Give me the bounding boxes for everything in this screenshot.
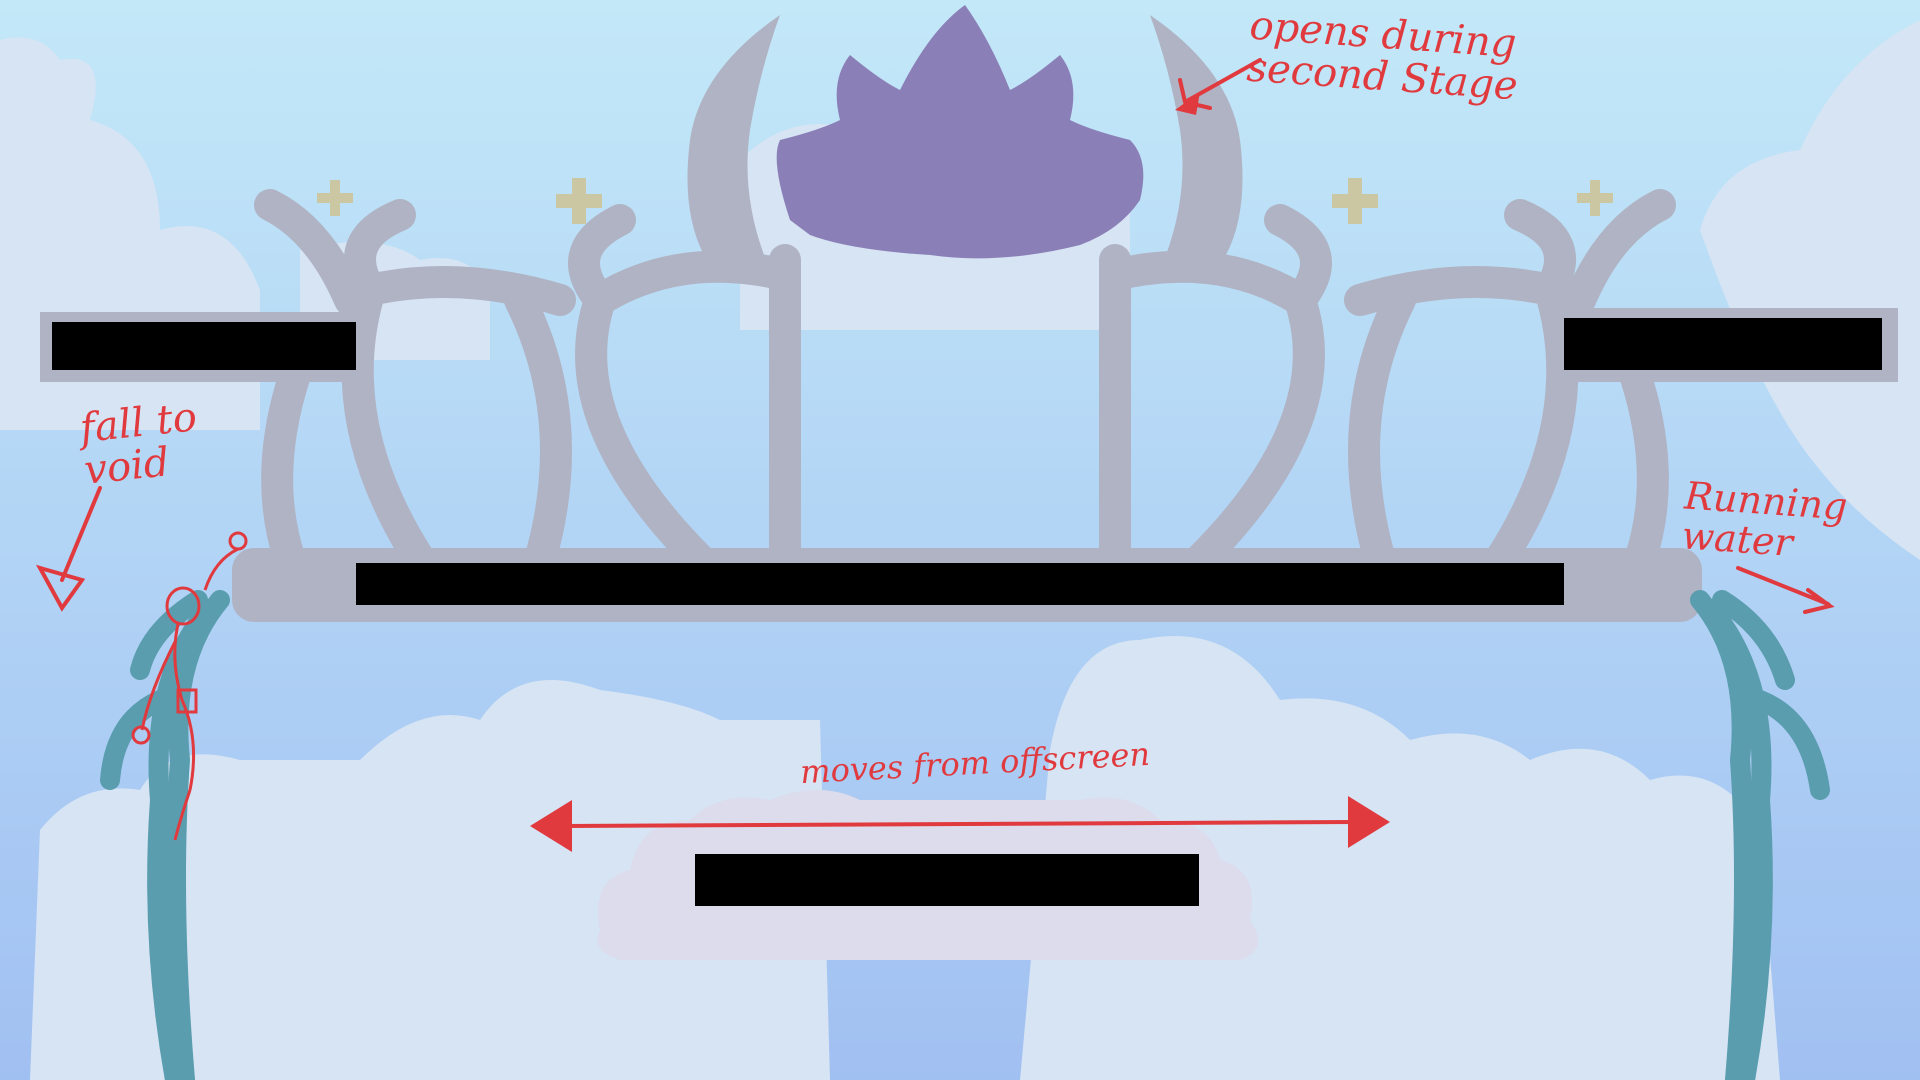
horns (687, 15, 1243, 270)
left-platform (52, 322, 356, 370)
support-structure (254, 189, 1676, 576)
sparkle-icon (317, 178, 1613, 224)
main-platform (356, 563, 1564, 605)
stick-figure-icon (131, 531, 248, 841)
moving-platform (695, 854, 1199, 906)
right-platform (1564, 318, 1882, 370)
arrow-heads (530, 92, 1390, 852)
waterfalls (100, 590, 1830, 1080)
annotation-fall-to-void: fall to void (77, 394, 199, 494)
annotation-running-water: Running water (1680, 473, 1849, 565)
annotation-opens-during-second-stage: opens during second Stage (1245, 2, 1520, 110)
lotus-icon (776, 5, 1144, 259)
